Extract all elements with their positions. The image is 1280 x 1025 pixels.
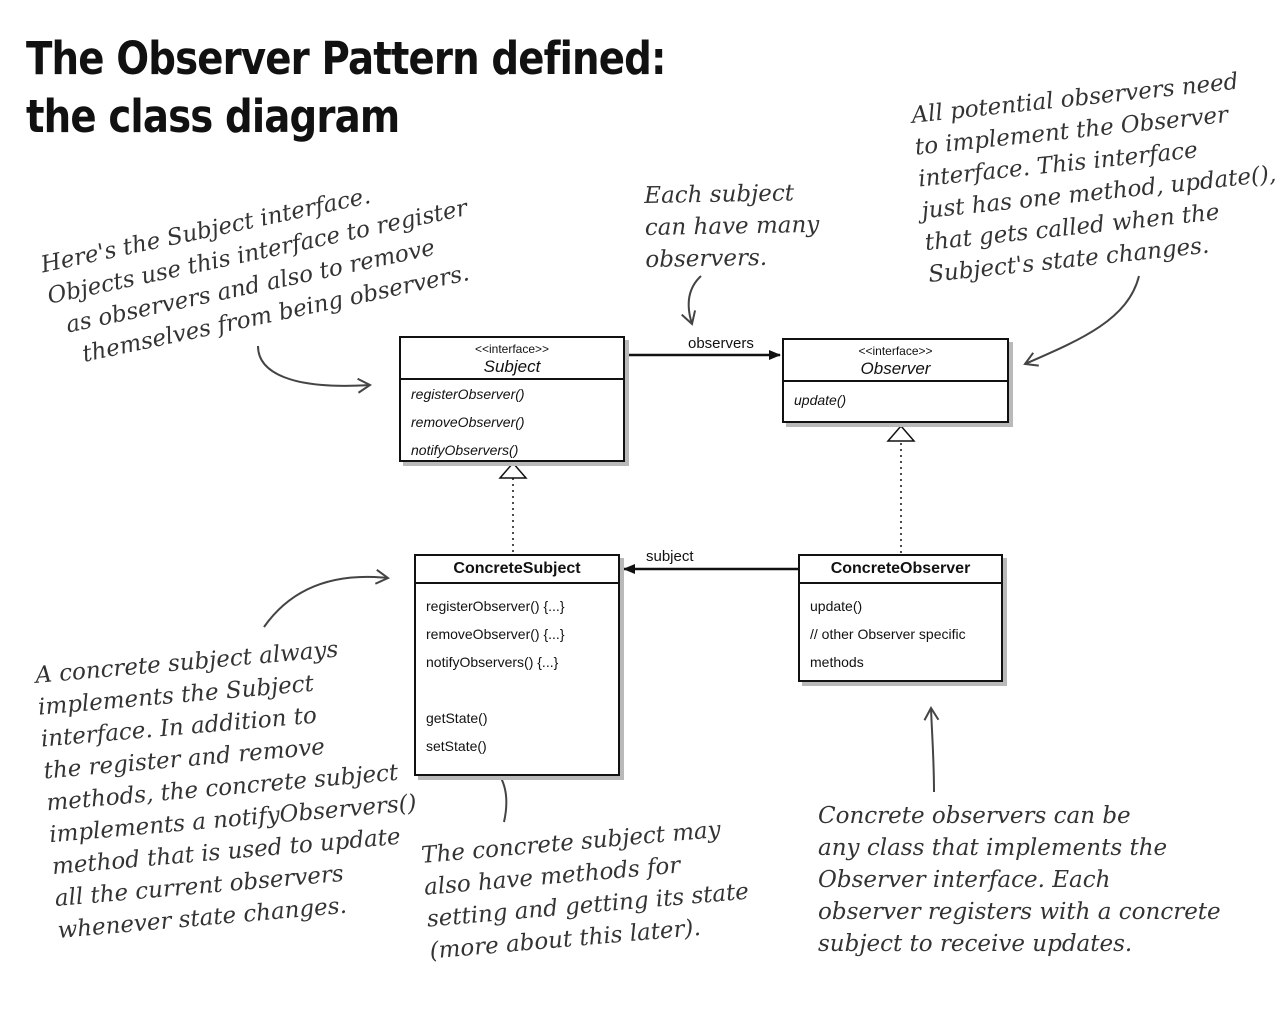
observers-role-label: observers (688, 335, 754, 352)
observer-realization-triangle (886, 424, 916, 442)
concrete-subject-method-get-state: getState() (426, 710, 488, 726)
subject-interface-box: <<interface>> Subject registerObserver()… (399, 336, 625, 462)
many-observers-note-arrow (681, 275, 702, 326)
concrete-observer-method-update: update() (810, 598, 863, 614)
concrete-subject-header: ConcreteSubject (416, 556, 618, 584)
subject-method-register: registerObserver() (411, 386, 525, 402)
concrete-subject-box: ConcreteSubject registerObserver() {...}… (414, 554, 620, 776)
many-observers-note: Each subject can have many observers. (644, 177, 820, 276)
concrete-observer-box: ConcreteObserver update() // other Obser… (798, 554, 1003, 682)
observer-header: <<interface>> Observer (784, 340, 1007, 382)
concrete-subject-class-name: ConcreteSubject (453, 560, 581, 577)
concrete-subject-method-set-state: setState() (426, 738, 487, 754)
concrete-observer-methods: update() // other Observer specific meth… (800, 584, 1001, 676)
concrete-observer-method-other-cont: methods (810, 654, 864, 670)
note-line: Each subject (644, 180, 795, 209)
observer-methods: update() (784, 382, 1007, 414)
concrete-subject-note: A concrete subject always implements the… (34, 628, 426, 947)
concrete-subject-method-notify: notifyObservers() {...} (426, 654, 559, 670)
subject-methods: registerObserver() removeObserver() noti… (401, 380, 623, 464)
concrete-subject-methods: registerObserver() {...} removeObserver(… (416, 584, 618, 760)
subject-method-remove: removeObserver() (411, 414, 525, 430)
subject-note-arrow (257, 345, 372, 394)
observer-method-update: update() (794, 392, 847, 408)
note-line: observer registers with a concrete (818, 899, 1221, 925)
concrete-subject-method-register: registerObserver() {...} (426, 598, 565, 614)
note-line: Concrete observers can be (818, 803, 1131, 829)
concrete-observer-method-other: // other Observer specific (810, 626, 966, 642)
subject-header: <<interface>> Subject (401, 338, 623, 380)
note-line: Observer interface. Each (818, 867, 1111, 893)
note-line: any class that implements the (818, 835, 1168, 861)
observer-interface-box: <<interface>> Observer update() (782, 338, 1009, 423)
concrete-observer-class-name: ConcreteObserver (830, 560, 971, 577)
observer-note-arrow (1023, 275, 1140, 367)
observer-class-name: Observer (860, 359, 931, 378)
subject-method-notify: notifyObservers() (411, 442, 519, 458)
subject-realization-triangle (498, 461, 528, 479)
note-line: observers. (645, 244, 768, 273)
concrete-observer-header: ConcreteObserver (800, 556, 1001, 584)
subject-role-label: subject (646, 548, 694, 565)
diagram-title: The Observer Pattern defined: the class … (26, 30, 666, 146)
subject-stereotype: <<interface>> (474, 342, 550, 356)
subject-class-name: Subject (483, 357, 541, 376)
concrete-subject-method-remove: removeObserver() {...} (426, 626, 565, 642)
observer-interface-note: All potential observers need to implemen… (910, 63, 1280, 291)
concrete-observers-note-arrow (923, 706, 940, 793)
concrete-subject-note-arrow (263, 568, 390, 628)
title-line-1: The Observer Pattern defined: (26, 32, 666, 85)
title-line-2: the class diagram (26, 90, 400, 143)
observer-stereotype: <<interface>> (858, 344, 933, 358)
note-line: subject to receive updates. (818, 931, 1133, 957)
note-line: can have many (644, 211, 820, 241)
concrete-observers-note: Concrete observers can be any class that… (818, 800, 1221, 960)
